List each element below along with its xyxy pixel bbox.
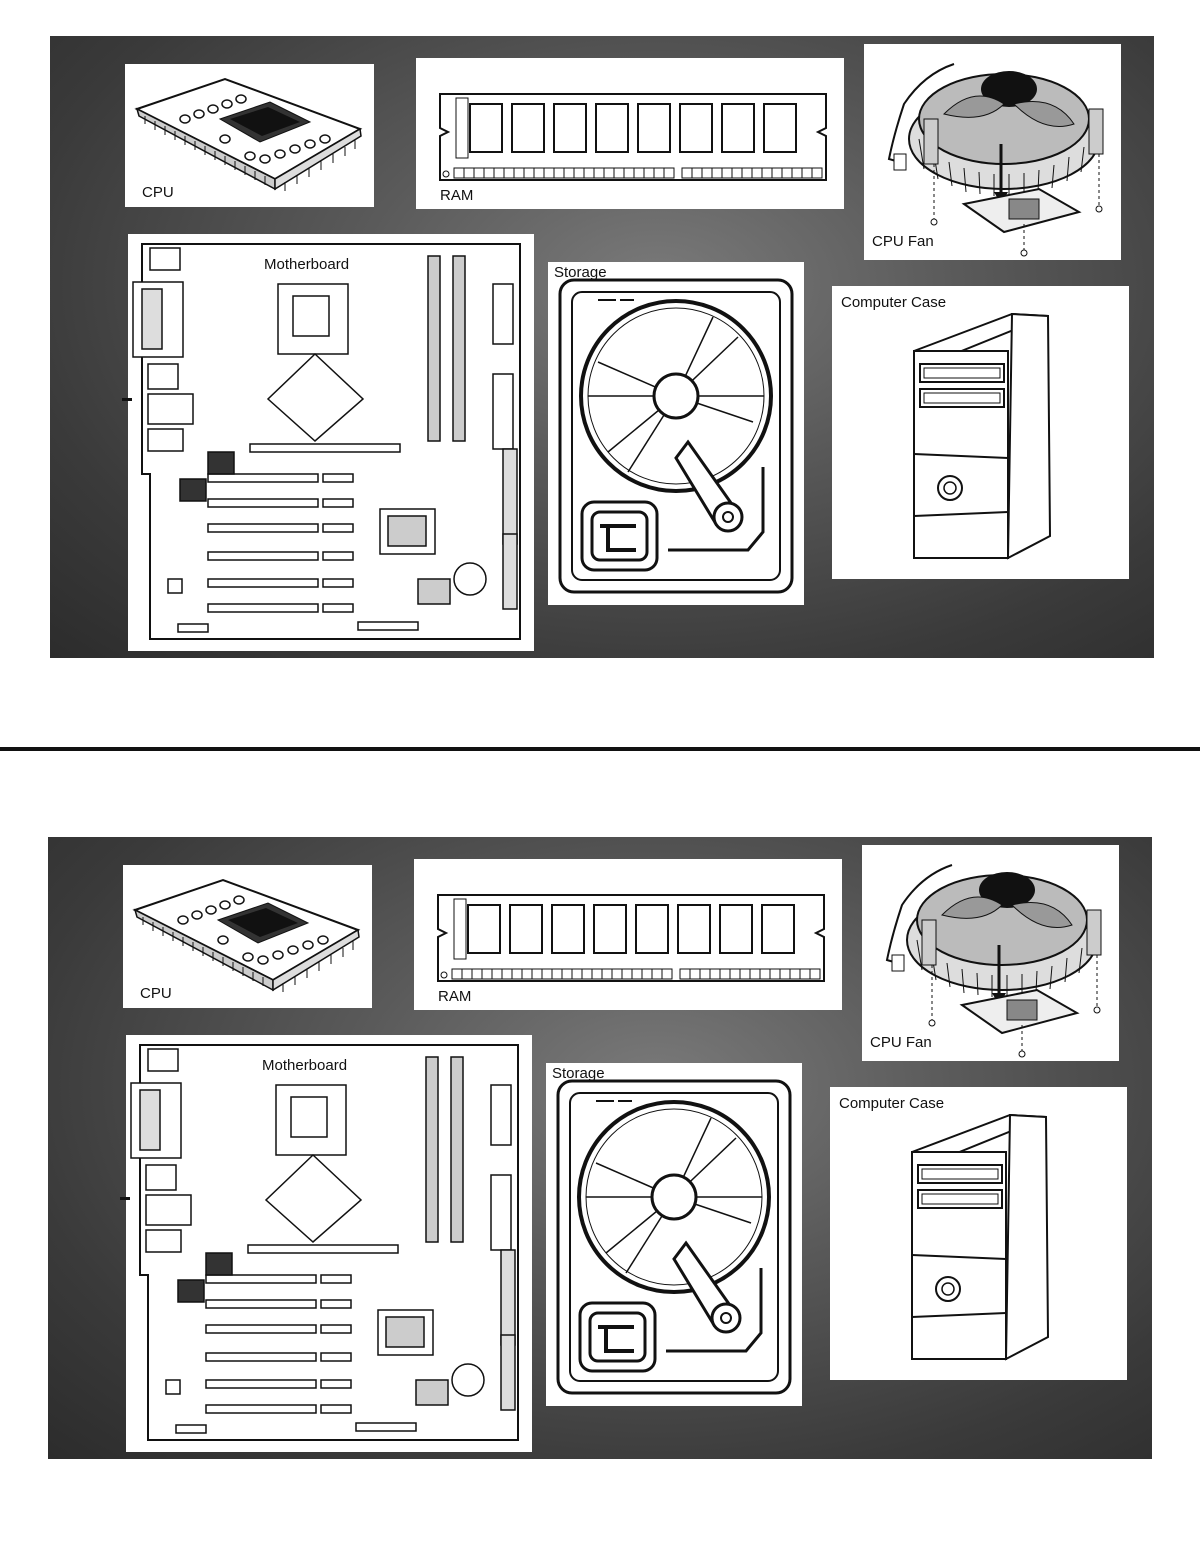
ram-label: RAM <box>438 988 472 1005</box>
cpu-fan-card: CPU Fan <box>862 845 1119 1061</box>
cpu-icon <box>134 77 363 191</box>
cpu-fan-label: CPU Fan <box>870 1034 932 1051</box>
motherboard-icon <box>130 1044 519 1441</box>
motherboard-card: Motherboard <box>128 234 534 651</box>
ram-icon <box>439 93 827 181</box>
cpu-fan-label: CPU Fan <box>872 233 934 250</box>
computer-case-label: Computer Case <box>841 294 947 311</box>
cpu-label: CPU <box>142 184 174 201</box>
cpu-fan-icon <box>887 63 1104 257</box>
computer-case-icon <box>913 312 1052 560</box>
storage-card: Storage <box>546 1063 802 1406</box>
cpu-card: CPU <box>123 865 372 1008</box>
motherboard-card: Motherboard <box>126 1035 532 1452</box>
storage-label: Storage <box>552 1065 605 1082</box>
cpu-fan-icon <box>885 864 1102 1058</box>
cpu-fan-card: CPU Fan <box>864 44 1121 260</box>
page-divider <box>0 747 1200 751</box>
computer-case-icon <box>911 1113 1050 1361</box>
slide-bottom: CPU RAM <box>48 837 1152 1459</box>
ram-label: RAM <box>440 187 474 204</box>
slide-edge-mark <box>122 398 132 401</box>
motherboard-label: Motherboard <box>264 256 350 273</box>
slide-edge-mark <box>120 1197 130 1200</box>
motherboard-label: Motherboard <box>262 1057 348 1074</box>
cpu-icon <box>132 878 361 992</box>
ram-card: RAM <box>416 58 844 209</box>
ram-card: RAM <box>414 859 842 1010</box>
computer-case-card: Computer Case <box>830 1087 1127 1380</box>
slide-top: CPU RAM <box>50 36 1154 658</box>
ram-icon <box>437 894 825 982</box>
computer-case-card: Computer Case <box>832 286 1129 579</box>
computer-case-label: Computer Case <box>839 1095 945 1112</box>
storage-card: Storage <box>548 262 804 605</box>
hard-drive-icon <box>558 278 794 594</box>
cpu-label: CPU <box>140 985 172 1002</box>
hard-drive-icon <box>556 1079 792 1395</box>
cpu-card: CPU <box>125 64 374 207</box>
motherboard-icon <box>132 243 521 640</box>
storage-label: Storage <box>554 264 607 281</box>
